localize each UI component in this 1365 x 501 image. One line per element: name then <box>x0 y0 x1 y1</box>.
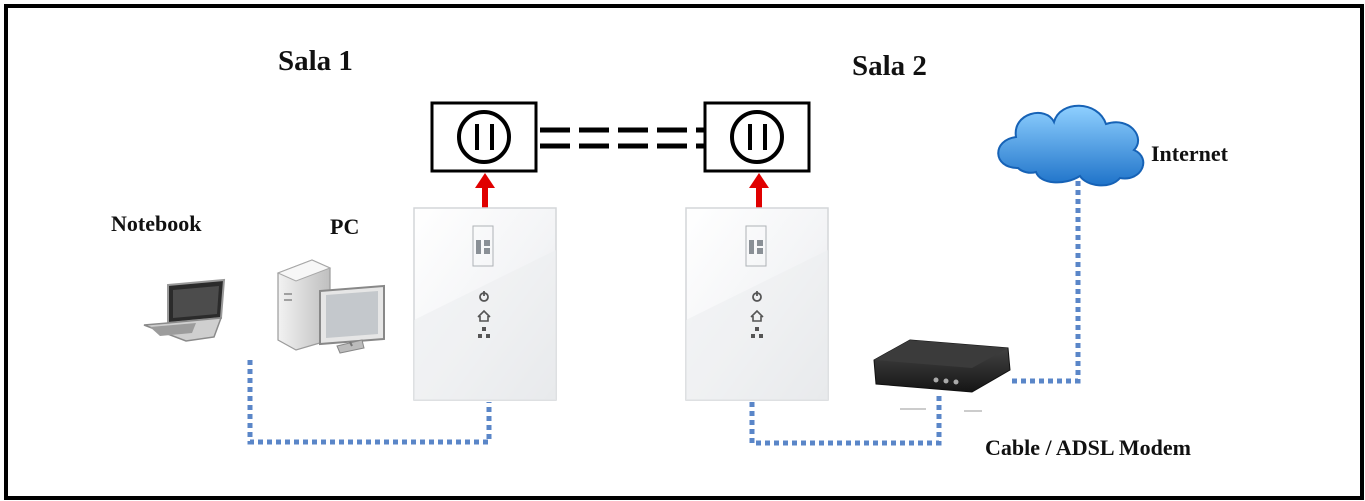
desktop-pc-icon <box>276 259 385 354</box>
arrow-up-icon <box>475 173 495 208</box>
pc-label: PC <box>330 214 360 239</box>
laptop-icon <box>143 278 226 342</box>
arrow-up-icon <box>749 173 769 208</box>
power-line <box>540 127 708 149</box>
powerline-adapter-icon <box>685 207 829 401</box>
cloud-icon <box>997 104 1145 187</box>
cable-adapter2-modem <box>749 393 942 446</box>
power-outlet-icon <box>430 101 538 173</box>
cable-pc-adapter1 <box>247 360 492 445</box>
ethernet-cables <box>247 180 1081 446</box>
modem-label: Cable / ADSL Modem <box>985 435 1191 460</box>
room-1-label: Sala 1 <box>278 45 353 77</box>
diagram-frame <box>4 4 1364 500</box>
internet-label: Internet <box>1151 141 1228 166</box>
cable-modem-cloud <box>1012 180 1081 384</box>
powerline-adapter-icon <box>413 207 557 401</box>
power-outlet-icon <box>703 101 811 173</box>
room-2-label: Sala 2 <box>852 50 927 82</box>
notebook-label: Notebook <box>111 211 202 236</box>
modem-icon <box>873 339 1011 412</box>
